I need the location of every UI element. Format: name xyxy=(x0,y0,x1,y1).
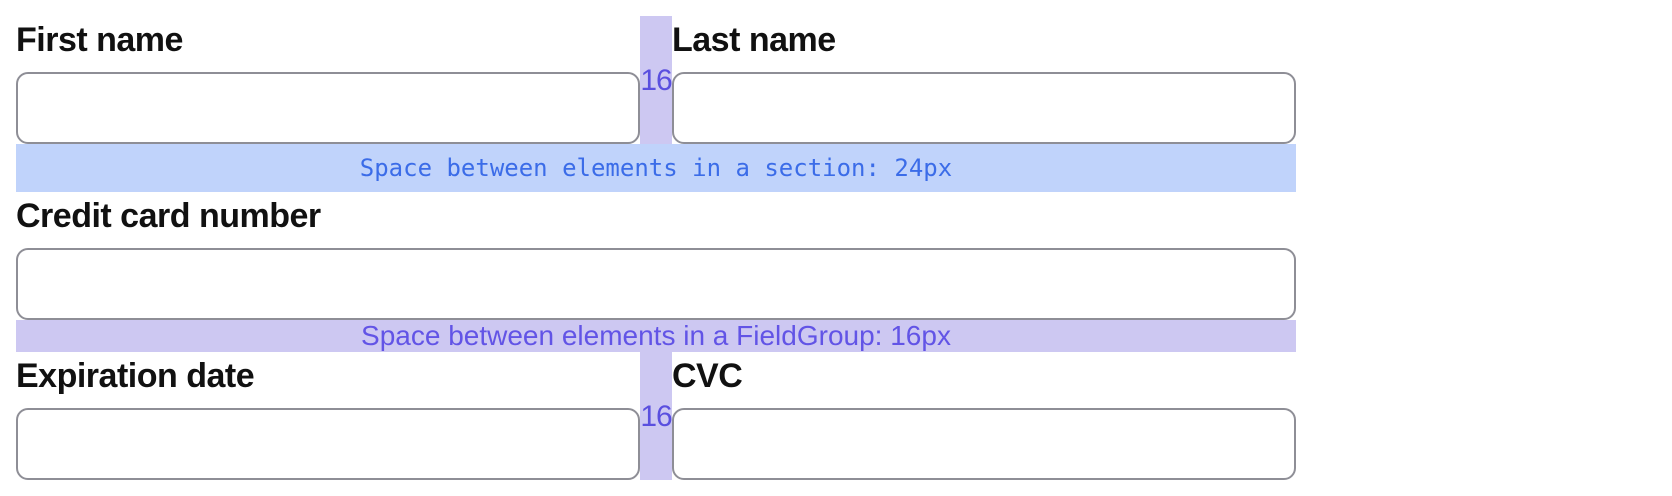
first-name-label: First name xyxy=(16,21,183,59)
gap-size-label: 16 xyxy=(640,400,672,433)
gap-size-label: 16 xyxy=(640,64,672,97)
expiration-date-input[interactable] xyxy=(16,408,640,480)
credit-card-number-field: Credit card number xyxy=(16,192,1296,320)
cvc-label: CVC xyxy=(672,357,743,395)
column-gap-indicator-top: 16 xyxy=(640,16,673,144)
fieldgroup-spacing-band-text: Space between elements in a FieldGroup: … xyxy=(361,320,951,351)
credit-card-number-input[interactable] xyxy=(16,248,1296,320)
last-name-input[interactable] xyxy=(672,72,1296,144)
cvc-input[interactable] xyxy=(672,408,1296,480)
cvc-field: CVC xyxy=(672,352,1296,480)
last-name-label: Last name xyxy=(672,21,836,59)
form-content: First name 16 Last name Space between el… xyxy=(16,16,1296,480)
section-spacing-band: Space between elements in a section: 24p… xyxy=(16,144,1296,192)
column-gap-indicator-bottom: 16 xyxy=(640,352,673,480)
credit-card-number-label: Credit card number xyxy=(16,197,321,235)
first-name-input[interactable] xyxy=(16,72,640,144)
first-name-field: First name xyxy=(16,16,640,144)
last-name-field: Last name xyxy=(672,16,1296,144)
name-fieldgroup-row: First name 16 Last name xyxy=(16,16,1296,144)
expiration-date-field: Expiration date xyxy=(16,352,640,480)
expiration-date-label: Expiration date xyxy=(16,357,255,395)
fieldgroup-spacing-band: Space between elements in a FieldGroup: … xyxy=(16,320,1296,352)
section-spacing-band-text: Space between elements in a section: 24p… xyxy=(359,154,953,182)
card-details-fieldgroup-row: Expiration date 16 CVC xyxy=(16,352,1296,480)
